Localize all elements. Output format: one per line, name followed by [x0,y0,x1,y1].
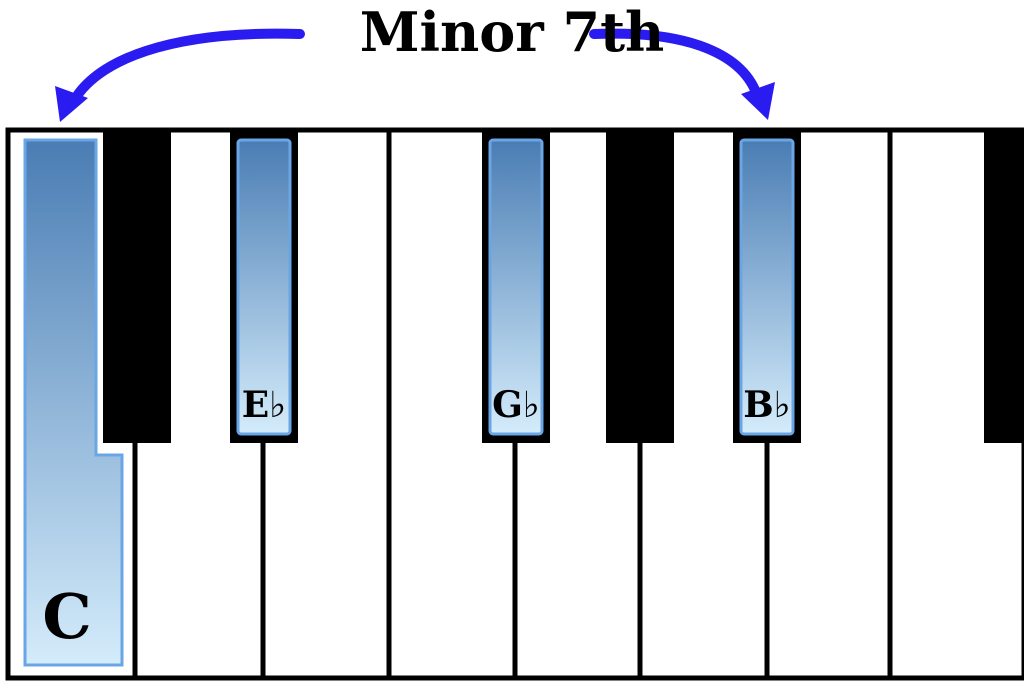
note-label-c: C [42,580,92,653]
black-key-c-sharp-2 [984,132,1024,443]
interval-title: Minor 7th [359,0,665,64]
white-key-dividers [132,130,893,680]
note-label-g-flat: G♭ [492,384,540,426]
left-arrow-curve [67,28,305,109]
key-b-flat-highlight [739,138,795,436]
key-g-flat-highlight [488,138,544,436]
black-key-c-sharp [103,132,171,443]
key-e-flat-highlight [236,138,292,436]
right-arrow-head-icon [741,82,775,120]
note-label-e-flat: E♭ [241,384,287,426]
note-label-b-flat: B♭ [743,384,791,426]
left-arrow-head-icon [55,86,88,122]
key-c-highlight [23,138,124,667]
right-arrow-curve [589,28,763,103]
black-key-a-flat [606,132,674,443]
interval-arrows [55,28,775,122]
